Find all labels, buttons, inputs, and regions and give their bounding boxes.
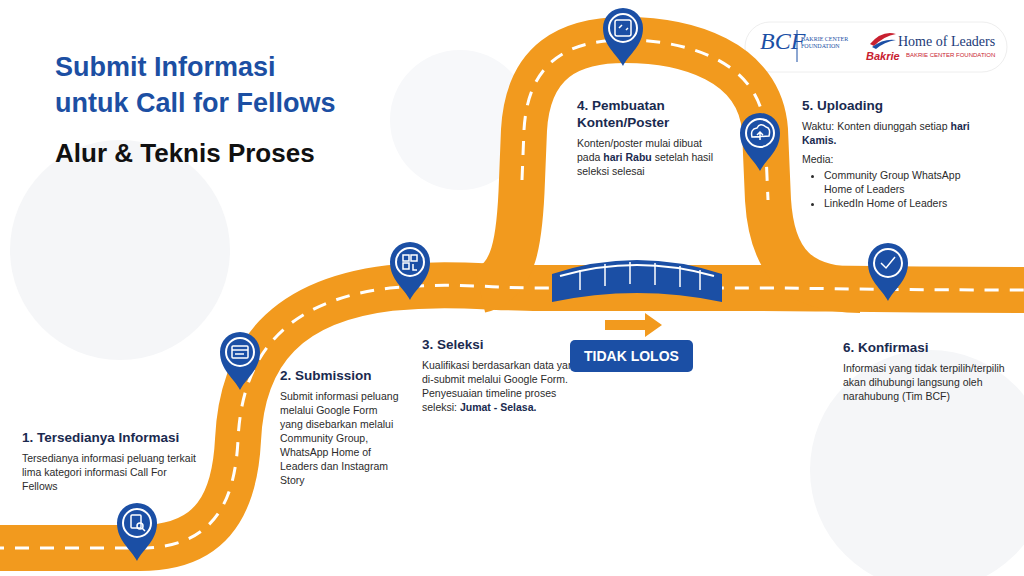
step-body: Konten/poster mulai dibuat pada hari Rab… [577,137,727,179]
step-heading: 6. Konfirmasi [843,340,1008,357]
step-body: Media: [802,153,987,167]
map-pin [868,243,908,301]
logo-text: Bakrie [866,50,900,62]
step-heading: 4. Pembuatan Konten/Poster [577,98,727,132]
body-text: Tersedianya informasi peluang terkait li… [22,452,196,492]
body-text: Informasi yang tidak terpilih/terpilih a… [843,362,1005,402]
step-heading: 5. Uploading [802,98,987,115]
logo-text: BAKRIE CENTER FOUNDATION [906,52,995,58]
bg-shape [810,350,1024,576]
step-node: 2. SubmissionSubmit informasi peluang me… [280,368,402,488]
logo-panel [745,22,1007,72]
step-node: 5. UploadingWaktu: Konten diunggah setia… [802,98,987,211]
step-node: 3. SeleksiKualifikasi berdasarkan data y… [422,337,590,415]
step-heading: 3. Seleksi [422,337,590,354]
step-body: Waktu: Konten diunggah setiap hari Kamis… [802,120,987,148]
step-body: Kualifikasi berdasarkan data yang di-sub… [422,359,590,415]
step-node: 4. Pembuatan Konten/PosterKonten/poster … [577,98,727,179]
map-pin [390,242,430,300]
map-pin [220,332,260,390]
emphasis-text: Jumat - Selasa. [460,401,536,413]
diagram-title: Submit Informasi untuk Call for Fellows [55,50,347,121]
arrow-symbol [605,313,662,337]
subtitle: Alur & Teknis Proses [55,138,315,169]
bridge [552,260,722,302]
step-body: Tersedianya informasi peluang terkait li… [22,452,204,494]
body-text: Submit informasi peluang melalui Google … [280,390,398,486]
road [0,285,1024,548]
step-heading: 2. Submission [280,368,402,385]
map-pin [740,113,780,171]
bridge-posts [580,262,700,290]
logo-text: BAKRIE CENTER FOUNDATION [801,36,851,50]
body-text: Media: [802,153,834,165]
step-node: TIDAK LOLOS [570,340,693,372]
body-text: Waktu: Konten diunggah setiap [802,120,948,132]
bakrie-swoosh [872,40,896,49]
road-arch [480,40,860,290]
step-node: 6. KonfirmasiInformasi yang tidak terpil… [843,340,1008,404]
road-dashes [522,40,768,200]
logo-text: Home of Leaders [898,34,995,50]
map-pin [117,503,157,561]
step-body: Informasi yang tidak terpilih/terpilih a… [843,362,1008,404]
bg-shape [10,140,230,360]
status-box-text: TIDAK LOLOS [570,340,693,372]
step-heading: 1. Tersedianya Informasi [22,430,204,447]
bullet-item: LinkedIn Home of Leaders [824,197,987,211]
bullet-item: Community Group WhatsApp Home of Leaders [824,169,987,197]
road-dashes [0,285,1024,548]
bridge-rail [560,265,714,276]
logo-mark: BCF [760,28,805,55]
map-pin [603,8,643,66]
emphasis-text: hari Rabu [603,151,651,163]
step-body: Submit informasi peluang melalui Google … [280,390,402,488]
bullet-list: Community Group WhatsApp Home of Leaders… [802,169,987,211]
step-node: 1. Tersedianya InformasiTersedianya info… [22,430,204,494]
